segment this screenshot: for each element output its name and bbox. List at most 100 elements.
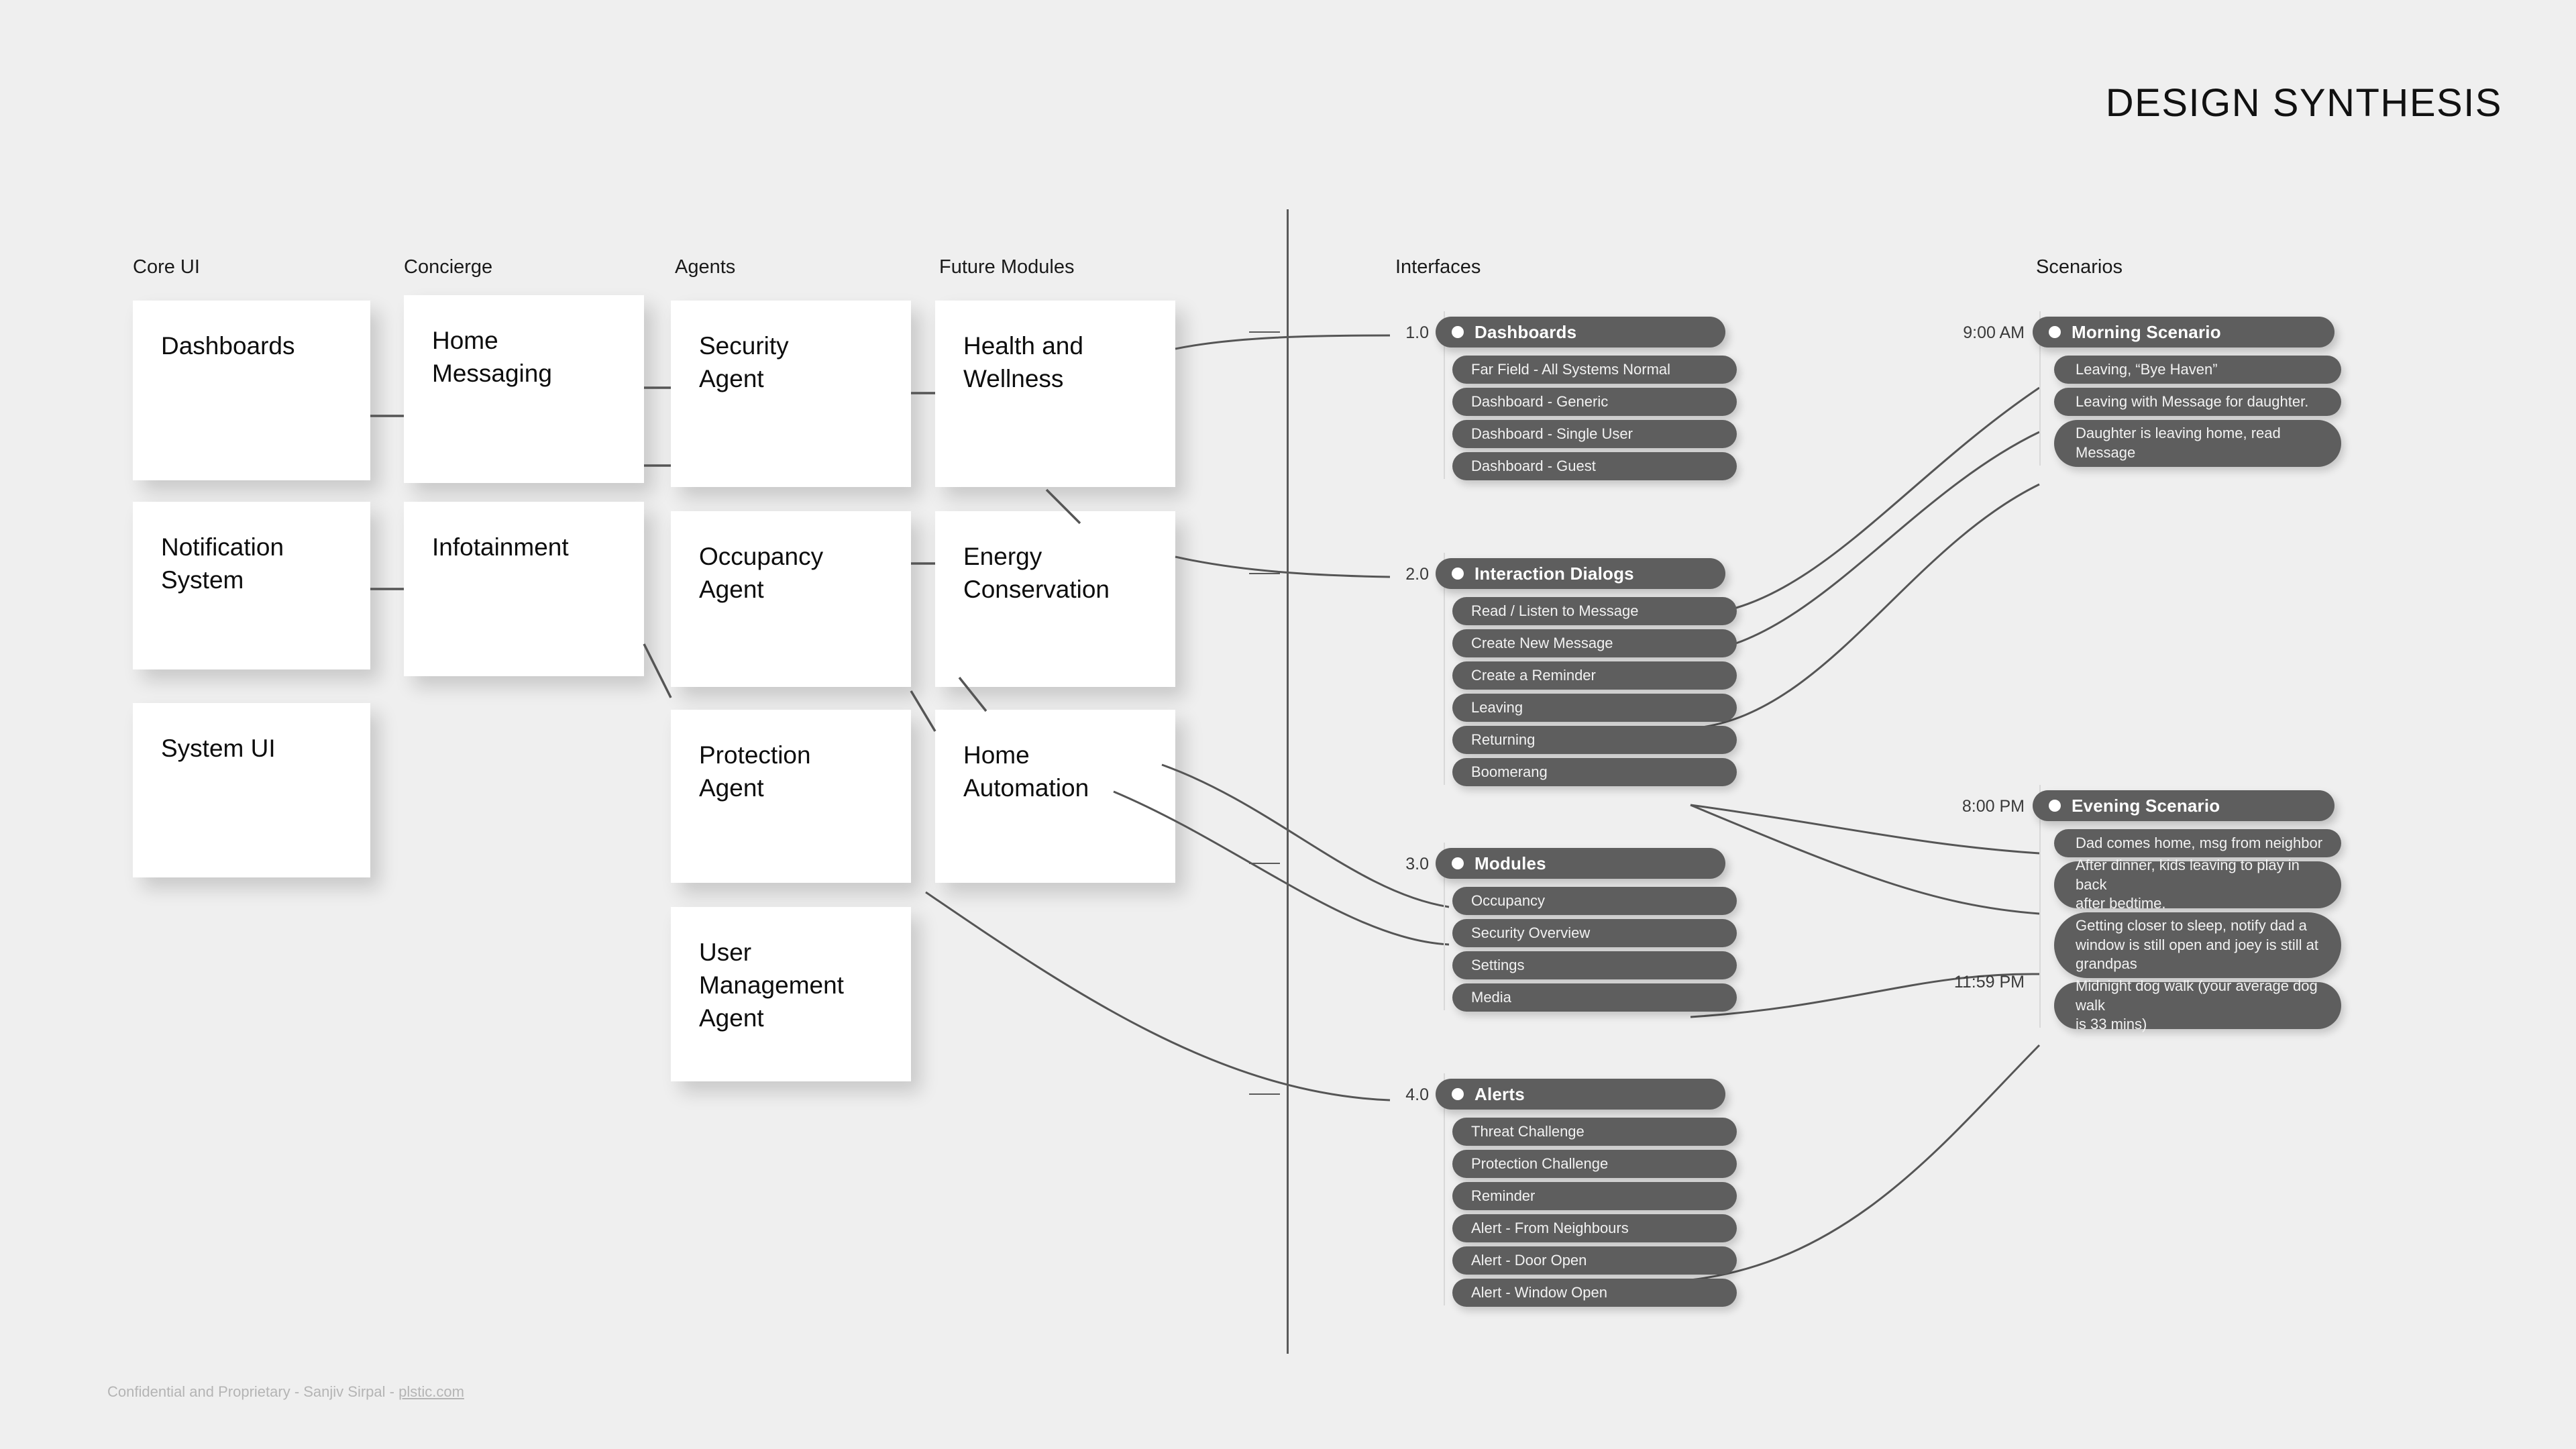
card-security-agent[interactable]: Security Agent [671, 301, 911, 487]
group-header-modules[interactable]: Modules [1436, 848, 1725, 879]
card-label: Infotainment [432, 533, 569, 561]
list-item-label: Create New Message [1471, 634, 1613, 651]
list-item-label: Alert - Door Open [1471, 1251, 1587, 1269]
group-header-alerts[interactable]: Alerts [1436, 1079, 1725, 1110]
list-item[interactable]: Occupancy [1452, 887, 1737, 915]
card-home-messaging[interactable]: Home Messaging [404, 295, 644, 483]
group-rail [1444, 1073, 1445, 1305]
group-rail [1444, 843, 1445, 1010]
list-item-label: Threat Challenge [1471, 1122, 1585, 1140]
list-item[interactable]: Read / Listen to Message [1452, 597, 1737, 625]
list-item[interactable]: Dashboard - Generic [1452, 388, 1737, 416]
group-tick [1249, 573, 1280, 574]
column-header-core-ui: Core UI [133, 256, 200, 278]
list-item-label: Alert - Window Open [1471, 1283, 1607, 1301]
list-item[interactable]: Alert - From Neighbours [1452, 1214, 1737, 1242]
group-index: 2.0 [1405, 565, 1429, 584]
list-item[interactable]: Far Field - All Systems Normal [1452, 356, 1737, 384]
group-index: 3.0 [1405, 855, 1429, 873]
list-item[interactable]: Alert - Door Open [1452, 1246, 1737, 1275]
group-header-label: Morning Scenario [2072, 321, 2221, 342]
bullet-dot-icon [1452, 1088, 1464, 1100]
bullet-dot-icon [1452, 857, 1464, 869]
list-item-label: Read / Listen to Message [1471, 602, 1639, 619]
list-item[interactable]: Leaving, “Bye Haven” [2054, 356, 2341, 384]
group-index: 1.0 [1405, 323, 1429, 342]
list-item[interactable]: Create a Reminder [1452, 661, 1737, 690]
card-system-ui[interactable]: System UI [133, 703, 370, 877]
group-tick [1249, 1093, 1280, 1095]
list-item-label: Getting closer to sleep, notify dad a wi… [2076, 917, 2318, 973]
card-health-and-wellness[interactable]: Health and Wellness [935, 301, 1175, 487]
group-rail [1444, 553, 1445, 785]
list-item[interactable]: Dad comes home, msg from neighbor [2054, 829, 2341, 857]
list-item[interactable]: Settings [1452, 951, 1737, 979]
list-item[interactable]: Create New Message [1452, 629, 1737, 657]
card-dashboards[interactable]: Dashboards [133, 301, 370, 480]
list-item[interactable]: After dinner, kids leaving to play in ba… [2054, 857, 2341, 912]
list-item-label: Protection Challenge [1471, 1155, 1609, 1172]
card-label: System UI [161, 735, 276, 762]
list-item[interactable]: Dashboard - Guest [1452, 452, 1737, 480]
list-item[interactable]: Security Overview [1452, 919, 1737, 947]
card-notification-system[interactable]: Notification System [133, 502, 370, 669]
list-item-label: Leaving [1471, 698, 1523, 716]
vertical-divider [1287, 209, 1289, 1354]
group-header-morning-scenario[interactable]: Morning Scenario [2033, 317, 2334, 347]
group-header-label: Interaction Dialogs [1474, 563, 1634, 584]
card-label: Protection Agent [699, 741, 811, 802]
list-item-label: After dinner, kids leaving to play in ba… [2076, 857, 2300, 912]
footer-link[interactable]: plstic.com [398, 1383, 464, 1400]
group-header-evening-scenario[interactable]: Evening Scenario [2033, 790, 2334, 821]
list-item-label: Far Field - All Systems Normal [1471, 360, 1671, 378]
group-index: 4.0 [1405, 1085, 1429, 1104]
list-item[interactable]: Leaving with Message for daughter. [2054, 388, 2341, 416]
list-item-label: Dad comes home, msg from neighbor [2076, 834, 2323, 851]
list-item[interactable]: Getting closer to sleep, notify dad a wi… [2054, 912, 2341, 978]
list-item[interactable]: Midnight dog walk (your average dog walk… [2054, 977, 2341, 1032]
list-item-label: Reminder [1471, 1187, 1536, 1204]
list-item[interactable]: Returning [1452, 726, 1737, 754]
list-item-label: Returning [1471, 731, 1536, 748]
list-item-label: Dashboard - Guest [1471, 457, 1596, 474]
column-header-scenarios: Scenarios [2036, 256, 2123, 278]
bullet-dot-icon [1452, 568, 1464, 580]
list-item-label: Create a Reminder [1471, 666, 1596, 684]
list-item-label: Daughter is leaving home, read Message [2076, 425, 2281, 461]
group-header-label: Modules [1474, 853, 1546, 873]
card-label: Security Agent [699, 332, 789, 392]
column-header-agents: Agents [675, 256, 736, 278]
card-protection-agent[interactable]: Protection Agent [671, 710, 911, 883]
group-rail [2039, 311, 2041, 466]
list-item[interactable]: Daughter is leaving home, read Message [2054, 420, 2341, 467]
list-item[interactable]: Leaving [1452, 694, 1737, 722]
list-item[interactable]: Threat Challenge [1452, 1118, 1737, 1146]
scenario-time: 9:00 AM [1963, 323, 2025, 342]
page-title: DESIGN SYNTHESIS [2105, 81, 2502, 125]
card-infotainment[interactable]: Infotainment [404, 502, 644, 676]
list-item[interactable]: Dashboard - Single User [1452, 420, 1737, 448]
list-item[interactable]: Media [1452, 983, 1737, 1012]
list-item-label: Leaving with Message for daughter. [2076, 392, 2309, 410]
card-label: Health and Wellness [963, 332, 1083, 392]
footer: Confidential and Proprietary - Sanjiv Si… [107, 1383, 464, 1401]
list-item[interactable]: Alert - Window Open [1452, 1279, 1737, 1307]
column-header-future-modules: Future Modules [939, 256, 1075, 278]
list-item[interactable]: Boomerang [1452, 758, 1737, 786]
card-energy-conservation[interactable]: Energy Conservation [935, 511, 1175, 687]
card-occupancy-agent[interactable]: Occupancy Agent [671, 511, 911, 687]
group-header-interaction-dialogs[interactable]: Interaction Dialogs [1436, 558, 1725, 589]
list-item[interactable]: Protection Challenge [1452, 1150, 1737, 1178]
group-rail [2039, 785, 2041, 1028]
group-header-dashboards[interactable]: Dashboards [1436, 317, 1725, 347]
list-item-label: Midnight dog walk (your average dog walk… [2076, 977, 2318, 1033]
list-item[interactable]: Reminder [1452, 1182, 1737, 1210]
list-item-label: Dashboard - Single User [1471, 425, 1633, 442]
card-user-management-agent[interactable]: User Management Agent [671, 907, 911, 1081]
list-item-label: Boomerang [1471, 763, 1548, 780]
list-item-label: Leaving, “Bye Haven” [2076, 360, 2218, 378]
card-label: Notification System [161, 533, 284, 594]
card-home-automation[interactable]: Home Automation [935, 710, 1175, 883]
card-label: Energy Conservation [963, 543, 1110, 603]
